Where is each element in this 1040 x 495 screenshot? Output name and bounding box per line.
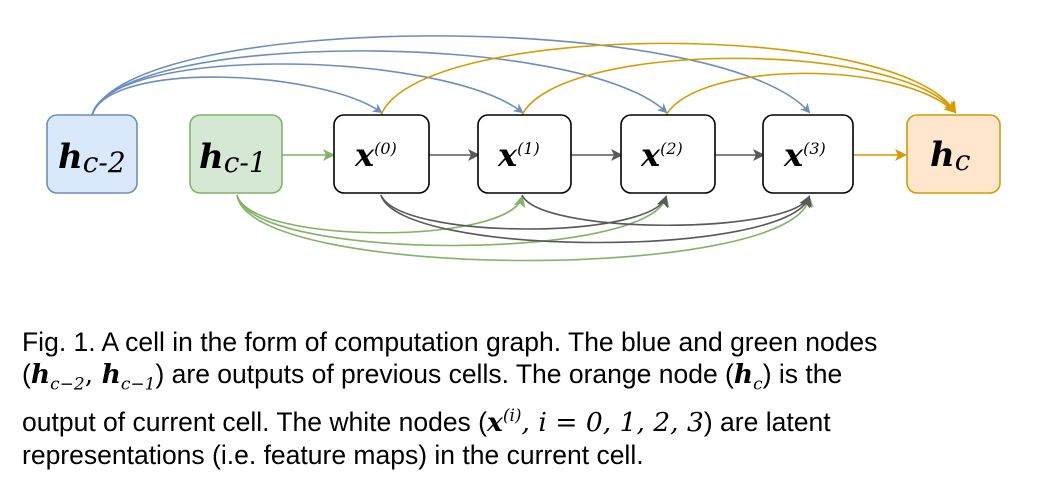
node-h-c: hc bbox=[906, 114, 1001, 194]
node-x2: x(2) bbox=[620, 114, 716, 194]
node-h-c-2-main: h bbox=[58, 137, 83, 177]
gray-edges bbox=[380, 149, 812, 244]
edge-x1-x3 bbox=[521, 194, 810, 227]
node-x1: x(1) bbox=[477, 114, 572, 194]
caption-line-1: Fig. 1. A cell in the form of computatio… bbox=[22, 327, 878, 357]
node-x2-sup: (2) bbox=[660, 139, 683, 158]
edge-x0-x2 bbox=[380, 194, 669, 230]
svg-text:x(2): x(2) bbox=[640, 136, 683, 174]
caption-line-4: representations (i.e. feature maps) in t… bbox=[22, 440, 644, 471]
node-x2-main: x bbox=[640, 136, 661, 174]
node-x0-main: x bbox=[354, 136, 375, 174]
svg-text:hc: hc bbox=[930, 135, 971, 177]
figure-caption: Fig. 1. A cell in the form of computatio… bbox=[22, 326, 1032, 471]
node-x3: x(3) bbox=[762, 114, 854, 194]
node-h-c-1-main: h bbox=[199, 137, 224, 177]
edge-hc2-x3 bbox=[91, 35, 811, 116]
node-x1-sup: (1) bbox=[517, 139, 540, 158]
caption-line-2: (hc−2, hc−1) are outputs of previous cel… bbox=[22, 359, 843, 395]
node-h-c-1-sub: c-1 bbox=[224, 146, 267, 179]
edge-x2-hc bbox=[665, 72, 957, 116]
edge-hc2-x2 bbox=[91, 50, 668, 116]
edge-hc2-x0 bbox=[91, 76, 383, 116]
svg-text:hc-2: hc-2 bbox=[58, 137, 126, 179]
node-x0: x(0) bbox=[333, 114, 430, 194]
node-x1-main: x bbox=[497, 136, 518, 174]
caption-line-3: output of current cell. The white nodes … bbox=[22, 406, 831, 439]
node-x3-main: x bbox=[783, 136, 804, 174]
edge-hc1-x1 bbox=[236, 194, 526, 234]
node-x3-sup: (3) bbox=[803, 139, 826, 158]
node-h-c-2-sub: c-2 bbox=[83, 146, 126, 179]
svg-text:x(3): x(3) bbox=[783, 136, 826, 174]
orange-edges bbox=[380, 42, 957, 161]
svg-text:x(0): x(0) bbox=[354, 136, 397, 174]
green-edges bbox=[236, 149, 814, 262]
svg-text:hc-1: hc-1 bbox=[199, 137, 267, 179]
node-h-c-2: hc-2 bbox=[46, 114, 138, 194]
node-x0-sup: (0) bbox=[374, 139, 397, 158]
node-h-c-main: h bbox=[930, 135, 955, 175]
svg-text:x(1): x(1) bbox=[497, 136, 540, 174]
edge-hc2-x1 bbox=[91, 63, 524, 116]
edge-hc1-x2 bbox=[236, 194, 670, 247]
node-h-c-1: hc-1 bbox=[189, 114, 283, 194]
computation-graph: hc-2 hc-1 x(0) x(1) x(2) x(3) hc bbox=[46, 35, 1001, 262]
edge-x0-hc bbox=[380, 42, 957, 116]
edge-x1-hc bbox=[521, 57, 957, 116]
blue-edges bbox=[91, 35, 811, 116]
edge-x0-x3 bbox=[380, 194, 812, 244]
edge-hc1-x3 bbox=[236, 194, 814, 262]
node-h-c-sub: c bbox=[955, 144, 971, 177]
